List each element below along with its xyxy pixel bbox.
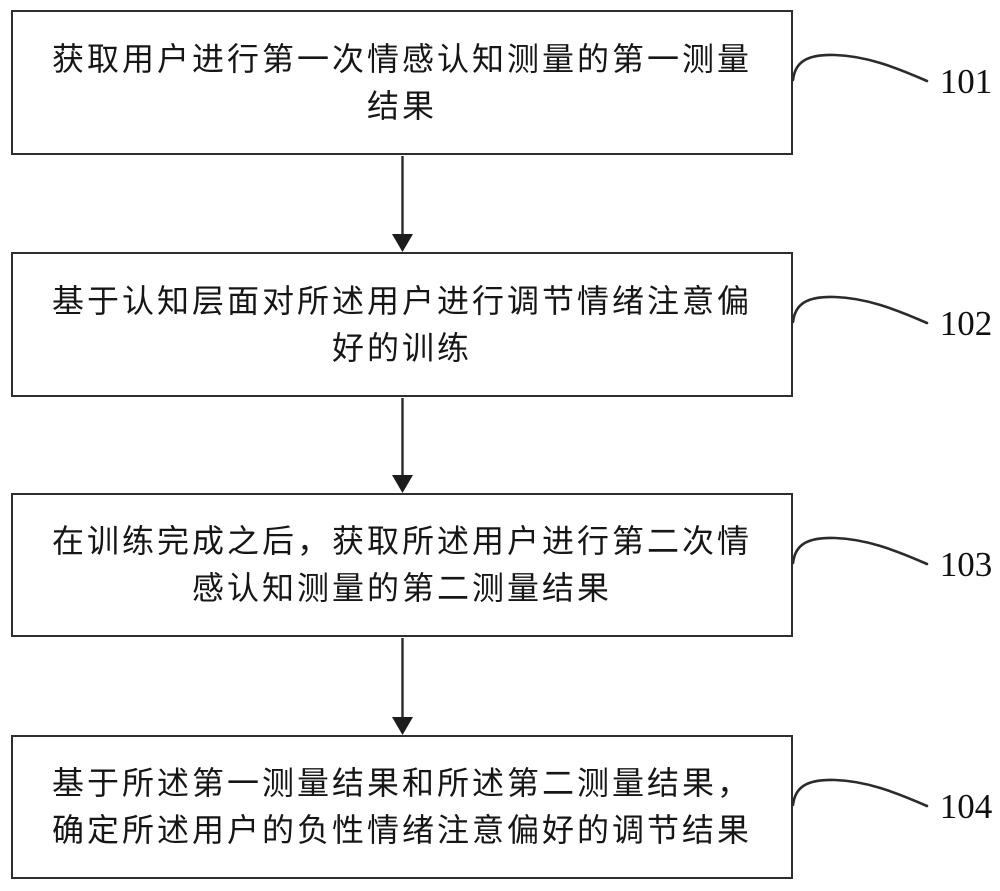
callout-curve-103 xyxy=(791,536,929,566)
ref-label-104: 104 xyxy=(939,787,993,826)
step-text-102: 基于认知层面对所述用户进行调节情绪注意偏 好的训练 xyxy=(51,282,752,366)
step-box-104: 基于所述第一测量结果和所述第二测量结果， 确定所述用户的负性情绪注意偏好的调节结… xyxy=(11,735,793,879)
step-text-104: 基于所述第一测量结果和所述第二测量结果， 确定所述用户的负性情绪注意偏好的调节结… xyxy=(51,765,752,848)
flow-arrow-3-4 xyxy=(392,638,413,735)
flow-arrow-1-2 xyxy=(392,156,413,252)
ref-label-102: 102 xyxy=(939,304,993,343)
ref-label-103: 103 xyxy=(939,545,993,584)
ref-label-101: 101 xyxy=(939,62,993,101)
callout-curve-104 xyxy=(791,778,929,808)
step-box-101: 获取用户进行第一次情感认知测量的第一测量 结果 xyxy=(11,10,793,155)
step-box-102: 基于认知层面对所述用户进行调节情绪注意偏 好的训练 xyxy=(11,252,793,397)
flow-arrow-2-3 xyxy=(392,398,413,493)
step-box-103: 在训练完成之后，获取所述用户进行第二次情 感认知测量的第二测量结果 xyxy=(11,493,793,637)
step-text-101: 获取用户进行第一次情感认知测量的第一测量 结果 xyxy=(51,40,752,124)
callout-curve-102 xyxy=(791,295,929,325)
callout-curve-101 xyxy=(791,53,929,83)
step-text-103: 在训练完成之后，获取所述用户进行第二次情 感认知测量的第二测量结果 xyxy=(51,523,752,606)
